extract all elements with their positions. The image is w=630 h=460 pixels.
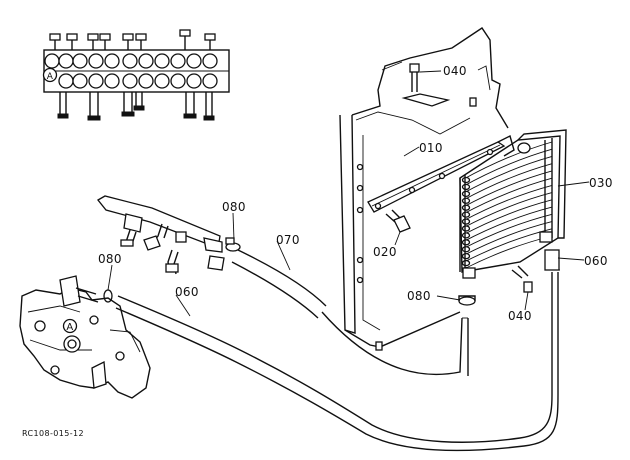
- callout-060-right: 060: [584, 254, 608, 268]
- detail-marker-circle: [62, 318, 78, 334]
- cooler-fin-end: [461, 218, 471, 225]
- detail-marker-circle-inset: [42, 67, 58, 83]
- cooler-fin-end: [461, 183, 471, 191]
- clamp-080-right: [458, 295, 476, 306]
- cooler-fin: [461, 228, 553, 264]
- clamp-080-top: [225, 237, 241, 252]
- cooler-fin-end: [461, 239, 471, 246]
- leader-lines: [107, 70, 590, 317]
- cooler-fin-end: [461, 211, 471, 218]
- cooler-fin: [461, 199, 553, 236]
- cooler-fin: [461, 213, 553, 250]
- cooler-fin-end: [461, 259, 471, 267]
- detail-marker-label-inset: A: [47, 72, 54, 82]
- mounting-bar-010: [367, 134, 515, 213]
- bolt-040-bottom: [511, 265, 533, 293]
- valve-block-inset: A: [42, 29, 230, 121]
- pipe-assembly: [97, 195, 225, 275]
- callout-040-top: 040: [443, 64, 467, 78]
- oil-cooler-030: [459, 129, 567, 279]
- callout-030: 030: [589, 176, 613, 190]
- cooler-fin: [461, 148, 553, 188]
- cooler-fin-end: [461, 190, 471, 197]
- callout-070: 070: [276, 233, 300, 247]
- cooler-fin-end: [461, 246, 471, 253]
- callout-040-bottom: 040: [508, 309, 532, 323]
- mounting-frame: [339, 27, 509, 351]
- callout-010: 010: [419, 141, 443, 155]
- detail-marker-label: A: [66, 322, 73, 333]
- reference-code: RC108-015-12: [22, 429, 84, 438]
- cooler-fin-end: [461, 176, 471, 184]
- cooler-fin-end: [461, 204, 471, 211]
- callout-080-top: 080: [222, 200, 246, 214]
- cooler-fin-end: [461, 197, 471, 204]
- cooler-fin-end: [461, 253, 471, 260]
- callout-060-left: 060: [175, 285, 199, 299]
- cooler-fin: [461, 184, 553, 222]
- bolt-020: [385, 209, 411, 233]
- bolt-040-top: [401, 63, 451, 107]
- cooler-fin-end: [461, 225, 471, 232]
- hose-070: [231, 249, 469, 376]
- callout-080-right: 080: [407, 289, 431, 303]
- cooler-fin: [461, 206, 553, 243]
- cooler-fin: [461, 163, 553, 202]
- cooler-fin: [461, 170, 553, 209]
- cooler-fin: [461, 141, 553, 181]
- cooler-fin: [461, 221, 553, 257]
- callout-080-left: 080: [98, 252, 122, 266]
- hose-060: [115, 249, 560, 452]
- callout-020: 020: [373, 245, 397, 259]
- valve-body: A: [19, 275, 151, 399]
- cooler-fin: [461, 192, 553, 229]
- cooler-fin: [461, 177, 553, 216]
- cooler-fin: [461, 156, 553, 195]
- cooler-fin-end: [461, 232, 471, 239]
